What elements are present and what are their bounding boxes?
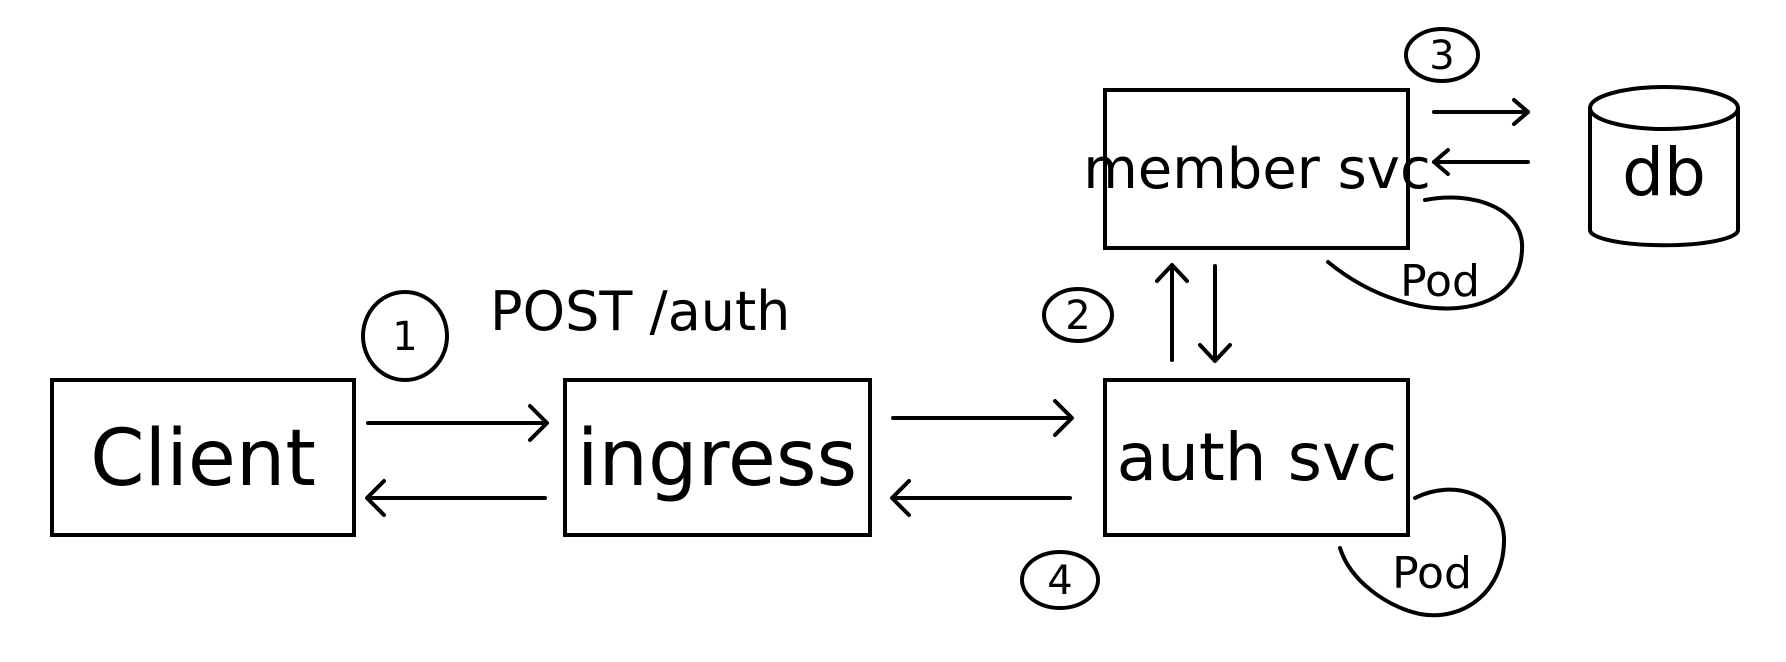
member-pod-loop <box>1326 195 1525 311</box>
step-marker-1: 1 <box>361 290 449 382</box>
request-label: POST /auth <box>490 280 790 343</box>
arrow-ingress-to-client <box>365 479 547 517</box>
arrow-ingress-to-auth <box>891 399 1074 437</box>
auth-pod-loop <box>1338 487 1507 618</box>
step-marker-3: 3 <box>1404 27 1480 83</box>
db-cylinder <box>1588 85 1740 248</box>
arrow-member-to-auth <box>1198 264 1232 363</box>
arrow-auth-to-member <box>1155 263 1189 362</box>
arrow-db-to-member <box>1432 148 1530 176</box>
auth-pod-label: Pod <box>1392 548 1472 599</box>
member-svc-box <box>1103 88 1410 250</box>
client-box <box>50 378 356 537</box>
client-label: Client <box>90 414 316 504</box>
db-label: db <box>1622 134 1706 211</box>
arrow-client-to-ingress <box>366 404 549 442</box>
member-svc-label: member svc <box>1083 137 1430 202</box>
svg-text:3: 3 <box>1429 33 1454 79</box>
svg-text:4: 4 <box>1047 558 1072 604</box>
svg-text:2: 2 <box>1065 293 1090 339</box>
member-pod-label: Pod <box>1400 256 1480 307</box>
step-marker-2: 2 <box>1042 287 1114 343</box>
arrow-auth-to-ingress <box>890 479 1072 517</box>
ingress-box <box>563 378 872 537</box>
auth-svc-label: auth svc <box>1117 419 1398 496</box>
auth-svc-box <box>1103 378 1410 537</box>
arrow-member-to-db <box>1432 98 1530 126</box>
svg-text:1: 1 <box>392 314 417 360</box>
step-marker-4: 4 <box>1020 550 1100 610</box>
ingress-label: ingress <box>577 414 857 504</box>
